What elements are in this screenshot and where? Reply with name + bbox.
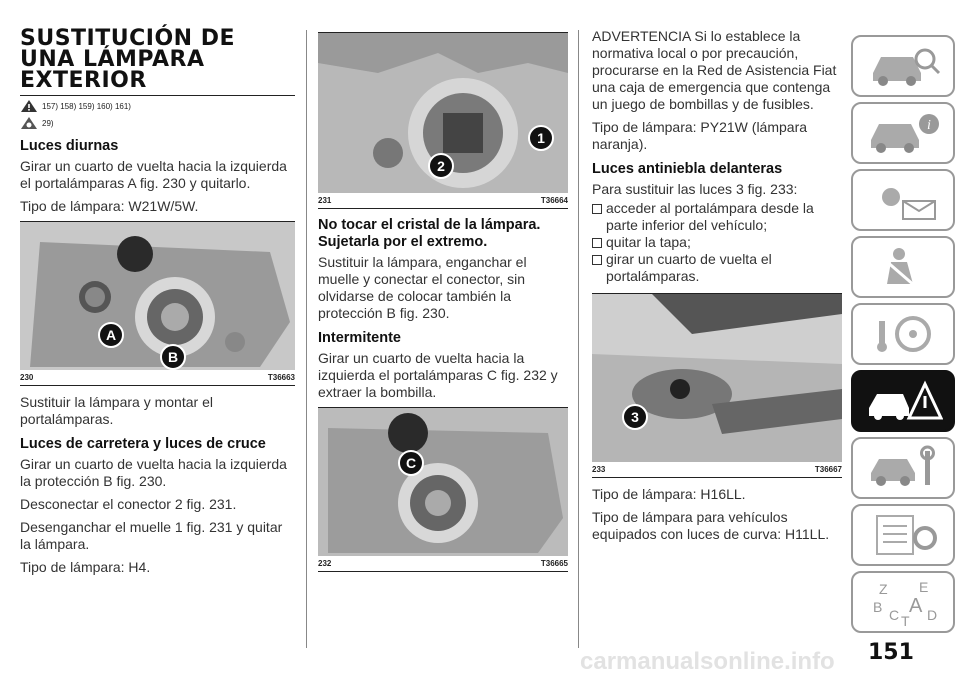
index-letter: Z (879, 581, 888, 597)
figure-232: C 232 T36665 (318, 407, 568, 572)
figure-230: A B 230 T36663 (20, 221, 295, 386)
tab-car-info[interactable]: i (851, 102, 955, 164)
paragraph: Para sustituir las luces 3 fig. 233: (592, 181, 798, 197)
airbag-seat-icon (884, 248, 916, 288)
svg-text:i: i (927, 118, 931, 133)
paragraph: Desenganchar el muelle 1 fig. 231 y quit… (20, 519, 283, 552)
figure-231: 1 2 231 T36664 (318, 32, 568, 209)
index-letter: E (919, 579, 928, 595)
column-2: 1 2 231 T36664 No tocar el cristal de la… (318, 28, 568, 580)
column-divider (578, 30, 579, 648)
paragraph: Sustituir la lámpara y montar el portalá… (20, 394, 213, 427)
chapter-sidebar: i Z E B A C D T (851, 35, 955, 638)
tab-car-search[interactable] (851, 35, 955, 97)
breakdown-icon (869, 380, 943, 420)
paragraph: Tipo de lámpara: PY21W (lámpara naranja)… (592, 119, 808, 152)
turn-signal-photo: C (318, 408, 568, 556)
column-divider (306, 30, 307, 648)
warning-lights-icon (882, 188, 936, 220)
callout-3: 3 (622, 404, 648, 430)
checkbox-bullet-icon (592, 204, 602, 214)
index-letter: T (901, 613, 910, 628)
figure-caption: 231 T36664 (318, 196, 568, 205)
column-3: ADVERTENCIA Si lo establece la normativa… (592, 28, 842, 549)
list-item: girar un cuarto de vuelta el portalámpar… (592, 251, 842, 285)
list-item: quitar la tapa; (592, 234, 842, 251)
warning-reference-1: 157) 158) 159) 160) 161) (20, 99, 295, 113)
tab-steering-key[interactable] (851, 303, 955, 365)
bulb-photo: 1 2 (318, 33, 568, 193)
tab-index[interactable]: Z E B A C D T (851, 571, 955, 633)
tab-breakdown[interactable] (851, 370, 955, 432)
figure-caption: 232 T36665 (318, 559, 568, 568)
car-service-icon (871, 445, 935, 486)
callout-2: 2 (428, 153, 454, 179)
index-letter: A (909, 595, 923, 617)
car-info-icon: i (871, 114, 939, 153)
index-letter: B (873, 599, 882, 615)
paragraph: Girar un cuarto de vuelta hacia la izqui… (20, 158, 287, 191)
headlamp-photo: A B (20, 222, 295, 370)
paragraph: Sustituir la lámpara, enganchar el muell… (318, 254, 527, 321)
callout-a: A (98, 322, 124, 348)
attention-icon (21, 117, 37, 129)
callout-c: C (398, 450, 424, 476)
headlamp-illustration (20, 222, 295, 370)
paragraph: Tipo de lámpara: H16LL. (592, 486, 746, 502)
tab-warning-lights[interactable] (851, 169, 955, 231)
callout-1: 1 (528, 125, 554, 151)
heading-cristal: No tocar el cristal de la lámpara. Sujet… (318, 217, 541, 250)
figure-caption: 233 T36667 (592, 465, 842, 474)
figure-233: 3 233 T36667 (592, 293, 842, 478)
index-letter: D (927, 607, 937, 623)
turn-signal-illustration (318, 408, 568, 556)
fog-light-photo: 3 (592, 294, 842, 462)
paragraph: Girar un cuarto de vuelta hacia la izqui… (318, 350, 558, 400)
tab-car-service[interactable] (851, 437, 955, 499)
page-number: 151 (868, 640, 914, 665)
spec-list-icon (876, 515, 937, 555)
column-1: SUSTITUCIÓN DE UNA LÁMPARA EXTERIOR 157)… (20, 28, 295, 582)
callout-b: B (160, 344, 186, 370)
paragraph: Tipo de lámpara: W21W/5W. (20, 198, 199, 214)
paragraph: Girar un cuarto de vuelta hacia la izqui… (20, 456, 287, 489)
paragraph: Tipo de lámpara: H4. (20, 559, 151, 575)
paragraph: ADVERTENCIA Si lo establece la normativa… (592, 28, 837, 112)
steering-key-icon (877, 316, 931, 352)
bumper-illustration (592, 294, 842, 462)
heading-antiniebla: Luces antiniebla delanteras (592, 161, 783, 177)
paragraph: Desconectar el conector 2 fig. 231. (20, 496, 237, 512)
figure-caption: 230 T36663 (20, 373, 295, 382)
car-search-icon (873, 48, 941, 86)
index-letter: C (889, 607, 899, 623)
watermark: carmanualsonline.info (580, 648, 835, 675)
heading-carretera: Luces de carretera y luces de cruce (20, 436, 266, 452)
checkbox-bullet-icon (592, 255, 602, 265)
tab-spec-list[interactable] (851, 504, 955, 566)
tab-airbag-seat[interactable] (851, 236, 955, 298)
heading-luces-diurnas: Luces diurnas (20, 138, 119, 154)
warning-reference-2: 29) (20, 116, 295, 130)
warning-triangle-icon (21, 100, 37, 112)
section-title: SUSTITUCIÓN DE UNA LÁMPARA EXTERIOR (20, 26, 236, 93)
paragraph: Tipo de lámpara para vehículos equipados… (592, 509, 830, 542)
list-item: acceder al portalámpara desde la parte i… (592, 200, 842, 234)
title-divider (20, 95, 295, 96)
index-icon: Z E B A C D T (873, 579, 937, 628)
heading-intermitente: Intermitente (318, 330, 401, 346)
checkbox-bullet-icon (592, 238, 602, 248)
